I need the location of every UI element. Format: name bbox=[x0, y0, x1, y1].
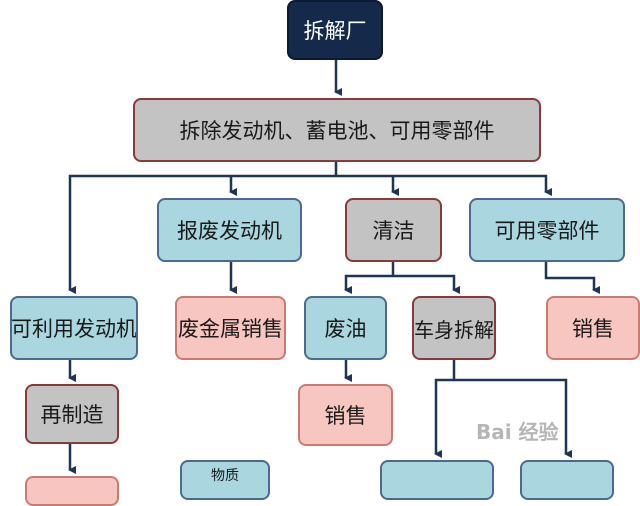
node-partial-bottom-center bbox=[380, 460, 494, 500]
baidu-watermark: Bai 经验 bbox=[476, 420, 559, 444]
node-parts-sales: 销售 bbox=[546, 296, 640, 360]
connector-layer bbox=[68, 60, 600, 474]
node-dismantling-plant: 拆解厂 bbox=[287, 0, 383, 60]
connector-parts-sales bbox=[544, 262, 600, 294]
connector-bus-left bbox=[68, 174, 336, 294]
connector-clean-body bbox=[393, 274, 460, 294]
node-usable-engine: 可利用发动机 bbox=[10, 296, 138, 360]
connector-body-left bbox=[434, 378, 454, 458]
node-usable-parts: 可用零部件 bbox=[469, 198, 625, 262]
node-body-dismantle: 车身拆解 bbox=[412, 296, 496, 360]
node-remanufacture: 再制造 bbox=[25, 384, 119, 444]
node-partial-bottom-left bbox=[25, 476, 119, 506]
node-remove-components: 拆除发动机、蓄电池、可用零部件 bbox=[133, 98, 541, 162]
connector-body-right bbox=[454, 378, 572, 458]
connector-bus-parts bbox=[336, 174, 552, 196]
node-material: 物质 bbox=[180, 460, 270, 500]
node-partial-bottom-right bbox=[520, 460, 614, 500]
node-waste-oil: 废油 bbox=[304, 296, 387, 360]
node-scrap-metal-sales: 废金属销售 bbox=[175, 296, 286, 360]
connector-clean-oil bbox=[344, 274, 393, 294]
node-scrap-engine: 报废发动机 bbox=[157, 198, 302, 262]
node-oil-sales: 销售 bbox=[298, 384, 393, 446]
flowchart: 拆解厂 拆除发动机、蓄电池、可用零部件 报废发动机 清洁 可用零部件 可利用发动… bbox=[10, 0, 640, 506]
node-clean: 清洁 bbox=[345, 198, 442, 262]
